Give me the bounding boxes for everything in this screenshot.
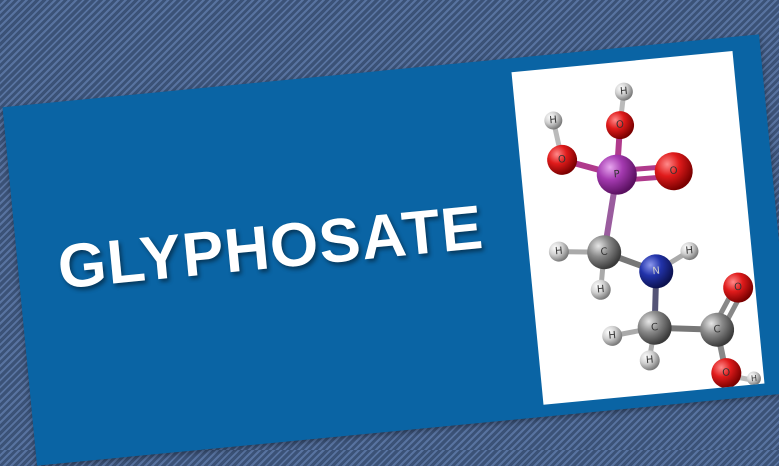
atom-label: H — [555, 246, 564, 258]
carbon-atom — [637, 310, 672, 345]
nitrogen-atom — [639, 254, 674, 289]
atom-label: O — [722, 367, 731, 379]
atom-label: O — [669, 165, 678, 177]
atom-label: H — [685, 245, 694, 257]
phosphorus-atom — [596, 154, 637, 195]
atom-label: C — [713, 324, 721, 336]
hydrogen-atom — [680, 242, 699, 261]
molecule-atoms: H H O O O P H H C H — [544, 82, 761, 389]
hydrogen-atom — [548, 241, 569, 262]
atom-label: P — [613, 169, 620, 181]
carbon-atom — [587, 235, 622, 270]
oxygen-atom — [606, 111, 635, 140]
glyphosate-molecule-model: H H O O O P H H C H — [544, 82, 761, 389]
atom-label: H — [620, 86, 629, 98]
atom-label: C — [600, 246, 608, 258]
atom-label: H — [608, 330, 617, 342]
atom-label: O — [734, 282, 743, 294]
molecule-panel: H H O O O P H H C H — [511, 51, 765, 405]
oxygen-atom — [547, 144, 578, 175]
page-title: GLYPHOSATE — [54, 192, 487, 303]
oxygen-atom — [654, 152, 693, 191]
atom-label: H — [596, 284, 605, 296]
oxygen-atom — [711, 358, 742, 389]
hydrogen-atom — [746, 371, 761, 386]
hydrogen-atom — [590, 279, 611, 300]
atom-label: N — [652, 266, 661, 278]
atom-label: O — [616, 119, 625, 131]
oxygen-atom — [723, 272, 754, 303]
glyphosate-card: GLYPHOSATE — [2, 34, 779, 466]
hydrogen-atom — [602, 325, 623, 346]
hydrogen-atom — [544, 111, 563, 130]
hydrogen-atom — [639, 350, 660, 371]
hydrogen-atom — [614, 82, 633, 101]
atom-label: O — [558, 154, 567, 166]
atom-label: H — [751, 374, 758, 384]
atom-label: H — [549, 115, 558, 127]
carbon-atom — [700, 312, 735, 347]
atom-label: H — [645, 355, 654, 367]
atom-label: C — [651, 322, 659, 334]
